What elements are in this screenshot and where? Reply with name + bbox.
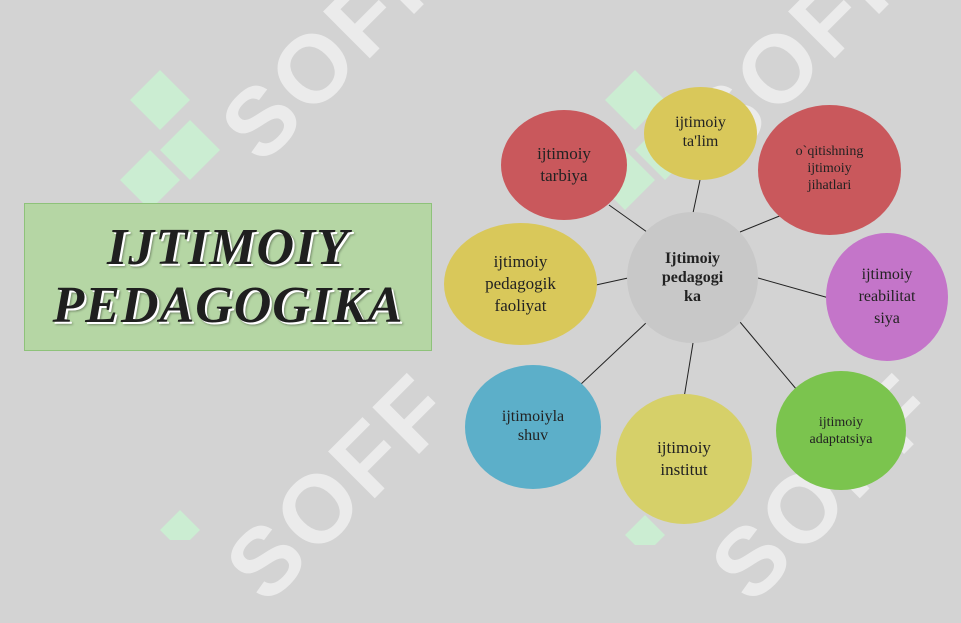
node-label: faoliyat bbox=[494, 296, 547, 315]
title-line-2: PEDAGOGIKA bbox=[52, 277, 404, 334]
center-node: Ijtimoiy pedagogi ka bbox=[627, 212, 758, 343]
node-label: ta'lim bbox=[682, 133, 719, 150]
connector-adaptatsiya bbox=[739, 321, 798, 391]
node-label: pedagogik bbox=[485, 274, 556, 293]
node-label: jihatlari bbox=[807, 178, 852, 193]
connector-institut bbox=[683, 342, 694, 399]
node-label: ijtimoiy bbox=[807, 161, 852, 176]
node-label: ijtimoiy bbox=[861, 266, 913, 283]
connector-faoliyat bbox=[595, 277, 629, 286]
connector-lines bbox=[579, 179, 830, 399]
connector-oqitishning bbox=[739, 214, 783, 233]
node-label: institut bbox=[660, 460, 708, 479]
node-label: siya bbox=[874, 310, 900, 327]
connector-reabilitatsiya bbox=[757, 277, 830, 299]
node-label: o`qitishning bbox=[795, 144, 864, 159]
node-oqitishning: o`qitishning ijtimoiy jihatlari bbox=[758, 105, 901, 235]
title-line-1: IJTIMOIY bbox=[106, 219, 349, 276]
node-label: tarbiya bbox=[540, 166, 588, 185]
node-label: shuv bbox=[517, 427, 549, 444]
node-label: ijtimoiy bbox=[493, 252, 548, 271]
connector-ijtimoiylashuv bbox=[579, 321, 648, 386]
connector-talim bbox=[692, 179, 701, 214]
center-line: Ijtimoiy bbox=[664, 250, 721, 267]
node-reabilitatsiya: ijtimoiy reabilitat siya bbox=[826, 233, 948, 361]
slide: SOFF SOFF SOFF SOFF IJTIMOIY PEDAGOGIKA … bbox=[24, 0, 959, 621]
node-label: ijtimoiyla bbox=[501, 408, 565, 425]
connector-tarbiya bbox=[608, 204, 648, 233]
node-label: ijtimoiy bbox=[657, 438, 711, 457]
node-adaptatsiya: ijtimoiy adaptatsiya bbox=[776, 371, 906, 490]
node-label: adaptatsiya bbox=[809, 431, 873, 447]
node-talim: ijtimoiy ta'lim bbox=[644, 87, 757, 180]
node-institut: ijtimoiy institut bbox=[616, 394, 752, 524]
center-line: pedagogi bbox=[661, 269, 724, 286]
center-line: ka bbox=[684, 288, 701, 305]
node-label: reabilitat bbox=[858, 288, 916, 305]
node-label: ijtimoiy bbox=[537, 144, 591, 163]
slide-title: IJTIMOIY PEDAGOGIKA bbox=[53, 219, 404, 335]
node-label: ijtimoiy bbox=[675, 114, 726, 131]
node-faoliyat: ijtimoiy pedagogik faoliyat bbox=[444, 223, 597, 345]
node-label: ijtimoiy bbox=[818, 414, 864, 430]
node-ijtimoiylashuv: ijtimoiyla shuv bbox=[465, 365, 601, 489]
node-tarbiya: ijtimoiy tarbiya bbox=[501, 110, 627, 220]
title-box: IJTIMOIY PEDAGOGIKA bbox=[24, 203, 432, 351]
